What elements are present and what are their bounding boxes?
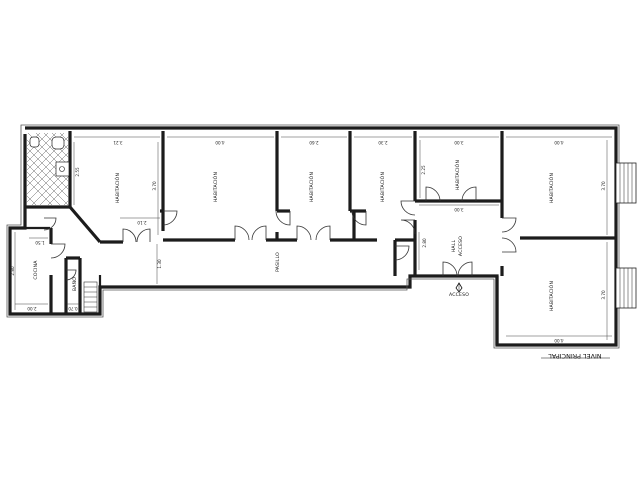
door-icon xyxy=(400,200,416,216)
room-label-habitacion-4: HABITACIÓN xyxy=(379,172,386,202)
room-label-habitacion-1: HABITACIÓN xyxy=(114,173,121,203)
dimension-label: 1.30 xyxy=(157,259,162,269)
room-label-cocina: COCINA xyxy=(33,260,39,280)
dimension-label: 2.25 xyxy=(421,165,426,175)
dimension-label: 3.70 xyxy=(601,181,606,191)
door-icon xyxy=(425,186,441,202)
room-label-hall-acceso: ACCESO xyxy=(458,236,464,256)
dimension-label: 3.00 xyxy=(454,207,464,212)
door-icon xyxy=(43,217,57,231)
toilet-icon xyxy=(29,136,40,148)
room-label-hall: HALL xyxy=(451,240,457,253)
dimension-label: 4.00 xyxy=(554,338,564,343)
entry-label-acceso: ACCESO xyxy=(449,292,469,298)
exterior-walls xyxy=(6,124,620,349)
windows xyxy=(615,162,637,309)
door-icon xyxy=(122,228,137,243)
bath-tile-pattern xyxy=(26,133,70,205)
door-icon xyxy=(65,269,77,281)
room-label-habitacion-5: HABITACIÓN xyxy=(454,160,461,190)
dimension-label: 0.70 xyxy=(68,306,78,311)
dimension-label: 2.10 xyxy=(137,220,147,225)
dimension-label: 2.80 xyxy=(422,238,427,248)
door-icon xyxy=(351,210,367,226)
stairs-icon xyxy=(83,281,98,313)
door-icon xyxy=(50,243,66,259)
door-icon xyxy=(136,228,151,243)
door-icon xyxy=(296,225,312,241)
dimension-label: 2.30 xyxy=(378,140,388,145)
door-icon xyxy=(275,210,291,226)
room-label-habitacion-7: HABITACIÓN xyxy=(548,281,555,311)
interior-walls xyxy=(25,131,616,345)
doors xyxy=(43,186,517,281)
dimension-label: 3.21 xyxy=(113,140,123,145)
sink-icon xyxy=(55,161,70,177)
dimension-label: 2.55 xyxy=(75,167,80,177)
door-icon xyxy=(315,225,331,241)
dimension-lines xyxy=(14,136,612,340)
toilet-icon xyxy=(51,136,65,150)
room-label-habitacion-2: HABITACIÓN xyxy=(212,172,219,202)
door-icon xyxy=(501,237,517,253)
dimension-texts: 3.21 4.00 2.60 2.30 3.00 4.00 2.55 3.70 … xyxy=(10,140,606,343)
room-label-bano: BAÑO xyxy=(71,277,78,291)
dimension-label: 1.50 xyxy=(35,240,45,245)
level-label: NIVEL PRINCIPAL xyxy=(548,352,602,360)
room-label-habitacion-3: HABITACIÓN xyxy=(308,172,315,202)
door-icon xyxy=(394,245,410,261)
dimension-label: 4.00 xyxy=(554,140,564,145)
door-icon xyxy=(162,210,178,226)
dimension-label: 4.00 xyxy=(215,140,225,145)
door-icon xyxy=(461,186,477,202)
window-icon xyxy=(615,162,637,204)
door-icon xyxy=(501,217,517,233)
door-icon xyxy=(251,225,267,241)
room-label-habitacion-6: HABITACIÓN xyxy=(548,173,555,203)
door-icon xyxy=(442,261,458,277)
dimension-label: 2.60 xyxy=(309,140,319,145)
room-label-pasillo: PASILLO xyxy=(275,252,281,272)
dimension-label: 2.80 xyxy=(10,266,15,276)
dimension-label: 3.70 xyxy=(601,290,606,300)
room-labels: HABITACIÓN HABITACIÓN HABITACIÓN HABITAC… xyxy=(33,160,555,311)
dimension-label: 3.00 xyxy=(454,140,464,145)
door-icon xyxy=(400,219,416,235)
dimension-label: 3.70 xyxy=(152,181,157,191)
window-icon xyxy=(615,267,637,309)
door-icon xyxy=(457,261,473,277)
dimension-label: 2.00 xyxy=(27,306,37,311)
door-icon xyxy=(234,225,250,241)
